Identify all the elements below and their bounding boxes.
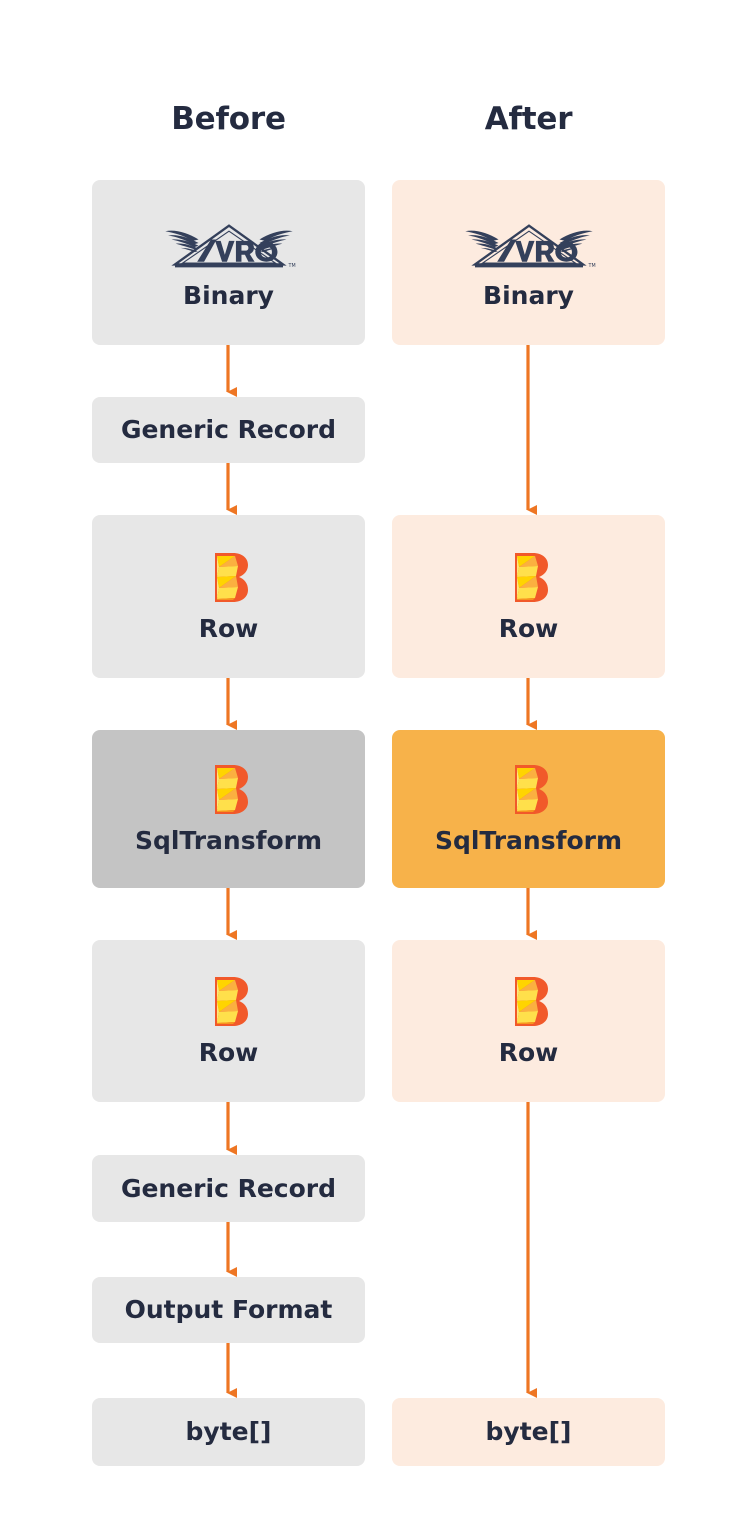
- node-label: SqlTransform: [434, 826, 623, 856]
- node-label: Row: [198, 613, 259, 643]
- node-label: Binary: [483, 280, 574, 310]
- beam-logo: [514, 552, 548, 602]
- node-before-row-1[interactable]: Row: [92, 515, 365, 678]
- beam-logo: [214, 977, 248, 1027]
- node-before-generic-record-2[interactable]: Generic Record: [92, 1155, 365, 1222]
- node-label: byte[]: [185, 1417, 272, 1447]
- column-title-before: Before: [171, 101, 286, 137]
- node-label: Binary: [183, 280, 274, 310]
- svg-text:TM: TM: [287, 263, 295, 269]
- svg-text:TM: TM: [587, 263, 595, 269]
- node-after-bytes[interactable]: byte[]: [392, 1398, 665, 1466]
- node-label: Output Format: [124, 1295, 333, 1325]
- beam-logo: [514, 977, 548, 1027]
- node-before-bytes[interactable]: byte[]: [92, 1398, 365, 1466]
- node-before-sqltransform[interactable]: SqlTransform: [92, 730, 365, 888]
- node-before-output-format[interactable]: Output Format: [92, 1277, 365, 1343]
- avro-logo: TM: [164, 223, 295, 269]
- node-label: Row: [498, 1038, 559, 1068]
- node-label: Row: [498, 613, 559, 643]
- node-label: Generic Record: [120, 1173, 337, 1203]
- node-after-sqltransform[interactable]: SqlTransform: [392, 730, 665, 888]
- column-title-after: After: [484, 101, 573, 137]
- node-before-binary[interactable]: TM Binary: [92, 180, 365, 345]
- node-label: Row: [198, 1038, 259, 1068]
- node-before-row-2[interactable]: Row: [92, 940, 365, 1102]
- node-label: byte[]: [485, 1417, 572, 1447]
- beam-logo: [214, 765, 248, 815]
- avro-logo: TM: [464, 223, 595, 269]
- node-after-row-2[interactable]: Row: [392, 940, 665, 1102]
- node-after-row-1[interactable]: Row: [392, 515, 665, 678]
- node-label: SqlTransform: [134, 826, 323, 856]
- node-before-generic-record[interactable]: Generic Record: [92, 397, 365, 463]
- beam-logo: [214, 552, 248, 602]
- node-label: Generic Record: [120, 415, 337, 445]
- node-after-binary[interactable]: TM Binary: [392, 180, 665, 345]
- beam-logo: [514, 765, 548, 815]
